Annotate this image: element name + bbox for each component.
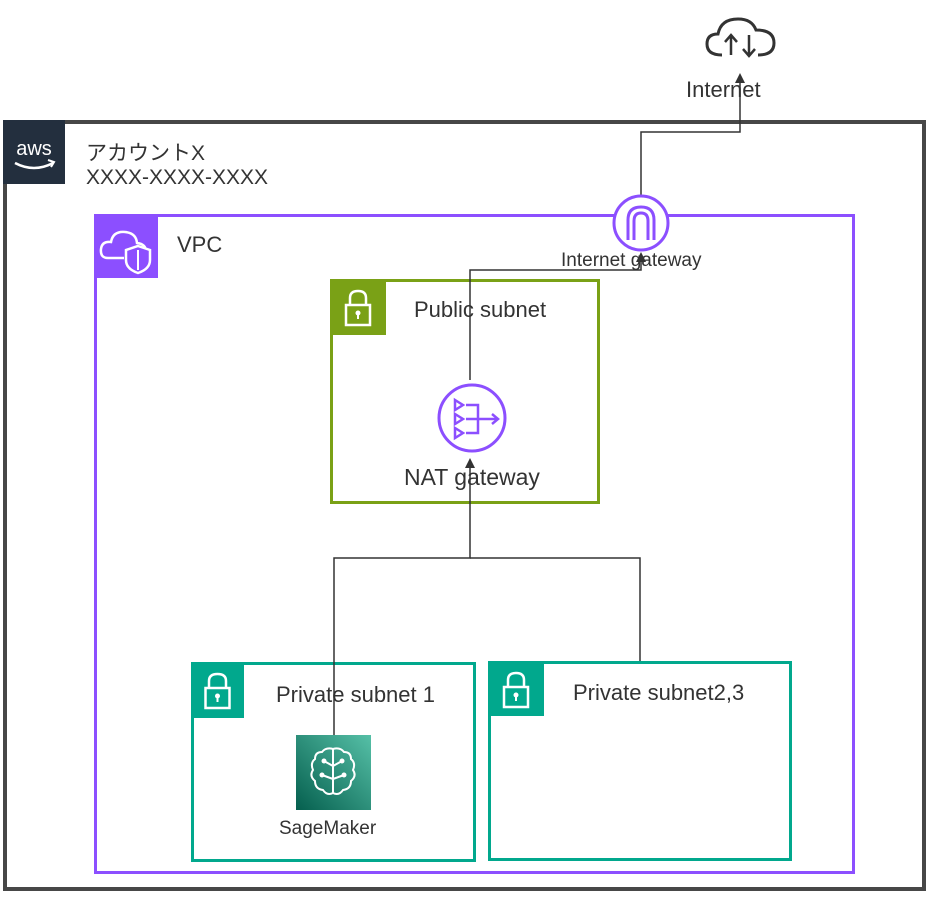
account-name: アカウントX bbox=[86, 142, 206, 165]
public-subnet-lock-icon bbox=[330, 279, 386, 335]
svg-text:aws: aws bbox=[16, 138, 52, 160]
connector-igw-to-internet bbox=[640, 73, 745, 196]
vpc-container bbox=[94, 214, 855, 874]
account-id: XXXX-XXXX-XXXX bbox=[86, 166, 269, 189]
internet-label: Internet bbox=[686, 77, 761, 102]
nat-gateway-icon bbox=[437, 383, 507, 453]
account-container bbox=[3, 120, 926, 891]
internet-gateway-label: Internet gateway bbox=[561, 250, 702, 271]
vpc-label: VPC bbox=[177, 232, 223, 257]
vpc-cloud-shield-icon bbox=[94, 214, 158, 278]
internet-gateway-icon bbox=[612, 194, 670, 252]
private-subnet-1-lock-icon bbox=[191, 662, 244, 718]
sagemaker-label: SageMaker bbox=[279, 818, 377, 839]
sagemaker-icon bbox=[296, 735, 371, 810]
connector-private2-to-nat bbox=[470, 557, 641, 661]
connector-private1-to-nat bbox=[333, 458, 475, 735]
internet-cloud-icon bbox=[705, 17, 776, 58]
public-subnet-container bbox=[330, 279, 600, 504]
nat-gateway-label: NAT gateway bbox=[404, 464, 540, 490]
public-subnet-label: Public subnet bbox=[414, 297, 547, 322]
private-subnet-2-container bbox=[488, 661, 792, 861]
private-subnet-1-label: Private subnet 1 bbox=[276, 682, 435, 707]
aws-logo-icon: aws bbox=[3, 120, 65, 184]
private-subnet-2-label: Private subnet2,3 bbox=[573, 680, 745, 705]
private-subnet-2-lock-icon bbox=[488, 661, 544, 716]
connector-nat-to-igw bbox=[469, 252, 646, 380]
